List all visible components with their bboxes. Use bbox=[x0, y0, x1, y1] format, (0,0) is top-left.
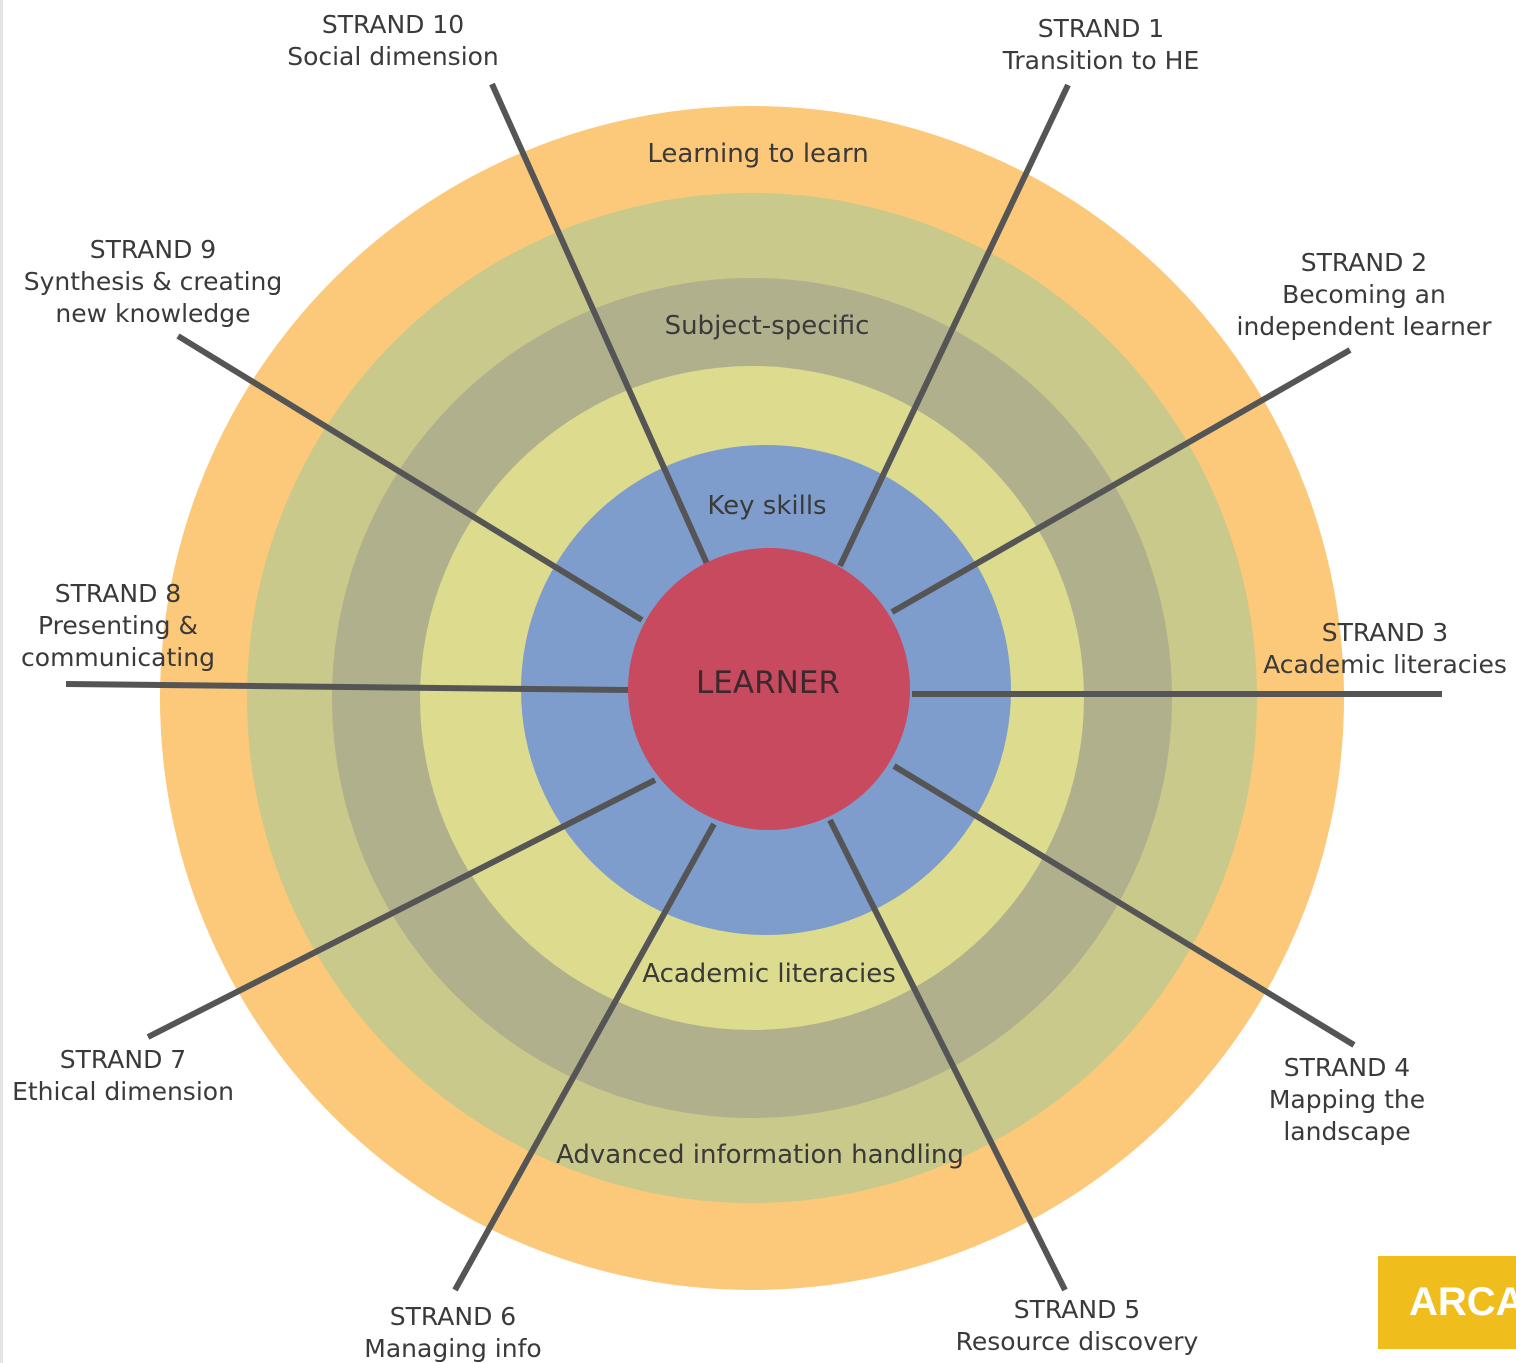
strand-7-label: STRAND 7 Ethical dimension bbox=[12, 1045, 234, 1106]
strand-6-label-line: Managing info bbox=[364, 1334, 541, 1363]
ring-label-subject-specific: Subject-specific bbox=[665, 311, 870, 341]
strand-5-label-line: STRAND 5 bbox=[1014, 1295, 1140, 1324]
arca-logo: ARCA bbox=[1378, 1256, 1516, 1349]
strand-9-label: STRAND 9 Synthesis & creating new knowledg… bbox=[24, 235, 283, 328]
strand-2-label-line: STRAND 2 bbox=[1301, 248, 1427, 277]
ring-label-advanced-information-handling: Advanced information handling bbox=[556, 1140, 964, 1170]
strand-3-label: STRAND 3 Academic literacies bbox=[1263, 618, 1507, 679]
learner-center-circle bbox=[628, 548, 910, 830]
ring-label-academic-literacies: Academic literacies bbox=[642, 959, 896, 989]
strand-9-label-line: STRAND 9 bbox=[90, 235, 216, 264]
strand-7-label-line: Ethical dimension bbox=[12, 1077, 234, 1106]
strand-1-label-line: STRAND 1 bbox=[1038, 14, 1164, 43]
strand-6-spoke bbox=[452, 822, 717, 1292]
strand-9-label-line: new knowledge bbox=[55, 299, 250, 328]
strand-5-spoke bbox=[827, 818, 1068, 1292]
ring-label-key-skills: Key skills bbox=[707, 491, 826, 521]
strand-10-label-line: STRAND 10 bbox=[322, 10, 464, 39]
strand-1-spoke bbox=[837, 83, 1071, 568]
strand-5-label-line: Resource discovery bbox=[956, 1327, 1199, 1356]
logo-text: ARCA bbox=[1409, 1280, 1516, 1324]
strand-1-label-line: Transition to HE bbox=[1002, 46, 1199, 75]
strand-labels: STRAND 1 Transition to HE STRAND 2 Becoming… bbox=[12, 10, 1507, 1363]
strand-4-label-line: STRAND 4 bbox=[1284, 1053, 1410, 1082]
spokes-layer bbox=[65, 82, 1442, 1292]
strand-3-label-line: STRAND 3 bbox=[1322, 618, 1448, 647]
page-edge bbox=[0, 0, 3, 1363]
strand-10-spoke bbox=[489, 82, 711, 568]
strand-1-label: STRAND 1 Transition to HE bbox=[1002, 14, 1199, 75]
strand-2-label: STRAND 2 Becoming an independent learner bbox=[1237, 248, 1493, 341]
strand-4-label: STRAND 4 Mapping the landscape bbox=[1269, 1053, 1425, 1146]
strand-10-label: STRAND 10 Social dimension bbox=[287, 10, 499, 71]
strand-10-label-line: Social dimension bbox=[287, 42, 499, 71]
strand-8-label: STRAND 8 Presenting & communicating bbox=[21, 579, 215, 672]
strand-8-label-line: Presenting & bbox=[38, 611, 198, 640]
strand-4-spoke bbox=[892, 763, 1356, 1048]
strand-6-label: STRAND 6 Managing info bbox=[364, 1302, 541, 1363]
strand-6-label-line: STRAND 6 bbox=[390, 1302, 516, 1331]
strand-8-label-line: communicating bbox=[21, 643, 215, 672]
learner-label: LEARNER bbox=[696, 665, 840, 701]
strand-2-spoke bbox=[890, 347, 1352, 615]
strand-7-label-line: STRAND 7 bbox=[60, 1045, 186, 1074]
strand-3-label-line: Academic literacies bbox=[1263, 650, 1507, 679]
strand-7-spoke bbox=[146, 777, 657, 1040]
strand-2-label-line: Becoming an bbox=[1282, 280, 1446, 309]
strand-8-spoke bbox=[65, 681, 631, 693]
strand-4-label-line: landscape bbox=[1283, 1117, 1410, 1146]
ring-label-learning-to-learn: Learning to learn bbox=[647, 139, 868, 169]
strand-9-label-line: Synthesis & creating bbox=[24, 267, 283, 296]
strand-5-label: STRAND 5 Resource discovery bbox=[956, 1295, 1199, 1356]
strand-2-label-line: independent learner bbox=[1237, 312, 1493, 341]
strand-9-spoke bbox=[176, 333, 644, 623]
strand-8-label-line: STRAND 8 bbox=[55, 579, 181, 608]
strand-4-label-line: Mapping the bbox=[1269, 1085, 1425, 1114]
